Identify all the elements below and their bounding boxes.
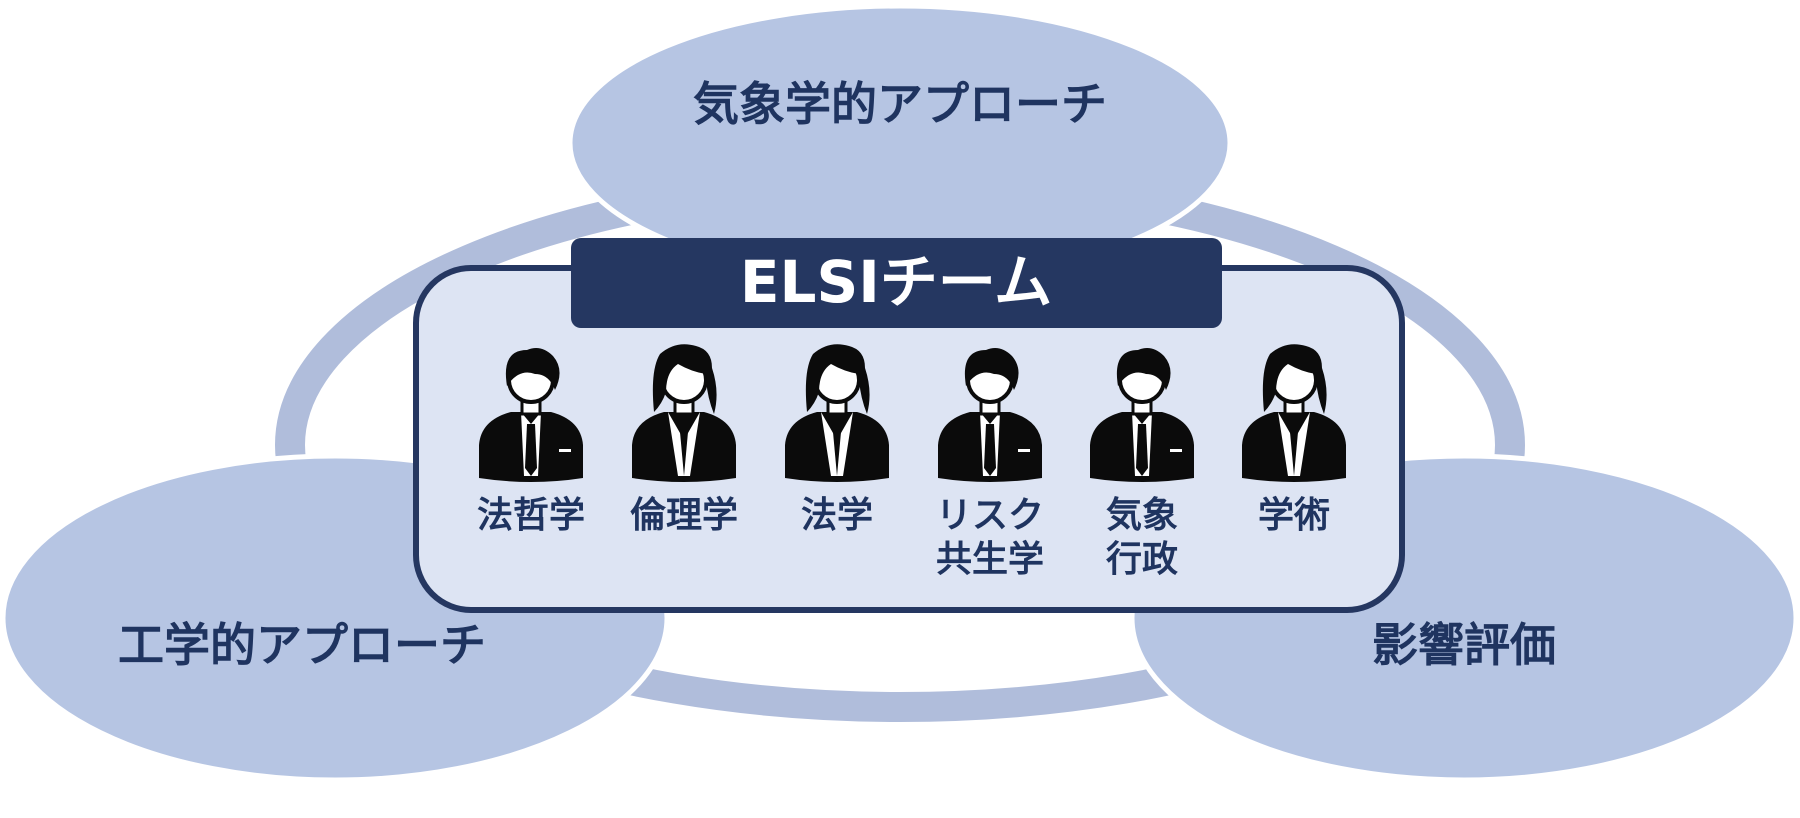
approach-left-label: 工学的アプローチ bbox=[118, 618, 486, 672]
male-person-icon bbox=[479, 348, 583, 482]
team-header bbox=[571, 238, 1222, 328]
member-label: 共生学 bbox=[936, 538, 1044, 580]
member-label: 気象 bbox=[1106, 495, 1178, 536]
approach-right-label: 影響評価 bbox=[1372, 618, 1556, 672]
approach-top: 気象学的アプローチ bbox=[567, 3, 1233, 283]
member-label: 法学 bbox=[801, 494, 873, 536]
male-person-icon bbox=[938, 348, 1042, 482]
female-person-icon bbox=[1242, 344, 1346, 482]
member-label: 学術 bbox=[1258, 494, 1330, 536]
team-title: ELSIチーム bbox=[740, 248, 1052, 316]
male-person-icon bbox=[1090, 348, 1194, 482]
member-label: 法哲学 bbox=[477, 494, 585, 536]
member-label: リスク bbox=[936, 495, 1044, 536]
female-person-icon bbox=[785, 344, 889, 482]
approach-top-label: 気象学的アプローチ bbox=[693, 77, 1107, 131]
member-label: 行政 bbox=[1106, 539, 1178, 580]
member-label: 倫理学 bbox=[630, 494, 738, 536]
female-person-icon bbox=[632, 344, 736, 482]
